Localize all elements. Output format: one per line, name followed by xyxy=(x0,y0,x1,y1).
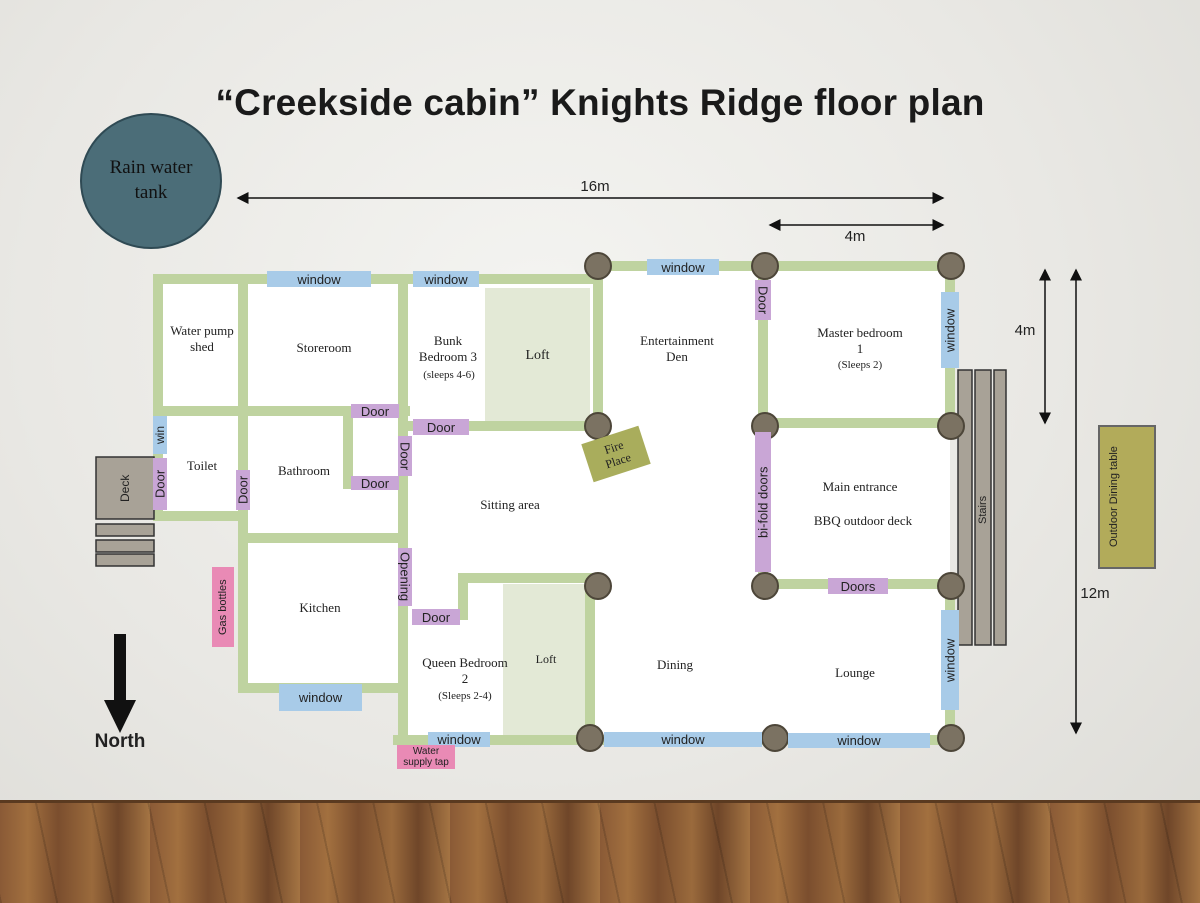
door-bunk: Door xyxy=(413,419,469,435)
window-bunk: window xyxy=(413,271,479,287)
dimension-4m-top: 4m xyxy=(844,228,866,245)
room-toilet: Toilet xyxy=(186,458,218,473)
stair-rail-2 xyxy=(974,369,992,646)
deck-label: Deck xyxy=(118,474,132,502)
window-lounge-bottom: window xyxy=(788,733,930,748)
post xyxy=(584,252,612,280)
post xyxy=(937,412,965,440)
door-hall-bottom: Door xyxy=(351,476,399,491)
room-lounge: Lounge xyxy=(835,665,875,680)
room-dining: Dining xyxy=(656,657,694,672)
page-title: “Creekside cabin” Knights Ridge floor pl… xyxy=(215,82,985,123)
post xyxy=(761,724,789,752)
dimension-12m: 12m xyxy=(1080,585,1110,602)
room-kitchen: Kitchen xyxy=(299,600,341,615)
window-dining: window xyxy=(604,732,762,747)
room-bathroom: Bathroom xyxy=(278,463,330,478)
room-queen-sleeps: (Sleeps 2-4) xyxy=(438,690,492,702)
post xyxy=(584,572,612,600)
bifold-doors: bi-fold doors xyxy=(755,432,771,572)
rain-water-tank: Rain water tank xyxy=(80,113,222,249)
window-lounge-side: window xyxy=(941,610,959,710)
room-loft-top: Loft xyxy=(525,348,550,363)
deck-step-1 xyxy=(95,523,155,537)
loft-bottom-area xyxy=(503,584,589,736)
post xyxy=(937,252,965,280)
post xyxy=(751,572,779,600)
post xyxy=(937,572,965,600)
door-master: Door xyxy=(755,280,771,320)
opening-kitchen: Opening xyxy=(398,548,413,606)
post xyxy=(751,252,779,280)
room-water-pump-shed: Water pump shed xyxy=(170,323,234,355)
wooden-floor xyxy=(0,800,1200,903)
win-toilet: win xyxy=(153,416,167,454)
room-master-bedroom: Master bedroom 1 xyxy=(817,325,903,357)
room-bbq-deck: BBQ outdoor deck xyxy=(813,513,913,528)
room-main-entrance: Main entrance xyxy=(822,479,898,494)
room-loft-bottom: Loft xyxy=(535,652,557,666)
window-master: window xyxy=(941,292,959,368)
north-arrow-shaft xyxy=(114,634,126,706)
doors-lounge: Doors xyxy=(828,578,888,594)
door-bathroom-hall: Door xyxy=(351,404,399,419)
door-toilet: Door xyxy=(153,458,168,510)
room-master-sleeps: (Sleeps 2) xyxy=(837,359,883,371)
water-supply-tap: Water supply tap xyxy=(397,745,455,769)
stair-rail-1 xyxy=(957,369,973,646)
north-label: North xyxy=(94,731,146,752)
north-arrow-head xyxy=(104,700,136,733)
room-queen-bedroom: Queen Bedroom 2 xyxy=(422,655,508,687)
door-sitting: Door xyxy=(398,436,413,476)
stairs-label: Stairs xyxy=(977,495,989,525)
deck xyxy=(95,456,155,520)
room-sitting-area: Sitting area xyxy=(480,497,540,512)
post xyxy=(937,724,965,752)
stair-rail-3 xyxy=(993,369,1007,646)
door-bathroom: Door xyxy=(236,470,251,510)
deck-step-3 xyxy=(95,553,155,567)
dimension-16m: 16m xyxy=(580,178,610,195)
door-queen: Door xyxy=(412,609,460,625)
room-bunk-bedroom: Bunk Bedroom 3 xyxy=(418,333,478,365)
deck-step-2 xyxy=(95,539,155,553)
outdoor-dining-table: Outdoor Dining table xyxy=(1098,425,1156,569)
dimension-4m-side: 4m xyxy=(1014,322,1036,339)
window-queen: window xyxy=(428,732,490,747)
window-kitchen: window xyxy=(279,684,362,711)
loft-top-area xyxy=(485,288,590,422)
room-storeroom: Storeroom xyxy=(296,340,352,355)
post xyxy=(576,724,604,752)
window-storeroom: window xyxy=(267,271,371,287)
room-bunk-sleeps: (sleeps 4-6) xyxy=(423,369,475,381)
room-entertainment-den: Entertainment Den xyxy=(640,333,714,365)
window-den: window xyxy=(647,259,719,275)
gas-bottles: Gas bottles xyxy=(212,567,234,647)
